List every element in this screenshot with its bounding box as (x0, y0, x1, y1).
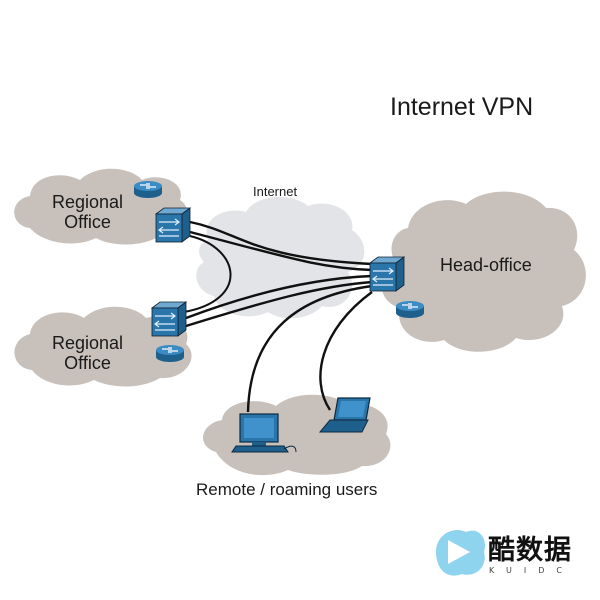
firewall-icon (369, 256, 405, 292)
router-icon (155, 344, 185, 363)
internet-label: Internet (253, 184, 298, 199)
regional-office-2-line2: Office (64, 353, 111, 373)
regional-office-2-line1: Regional (51, 333, 124, 353)
vpn-links (183, 220, 373, 413)
head-office-label: Head-office (440, 255, 532, 275)
internet-cloud (196, 196, 365, 319)
firewall-icon (155, 207, 191, 243)
watermark-logo-icon (436, 530, 486, 576)
desktop-computer-icon (231, 413, 297, 453)
diagram-title: Internet VPN (390, 93, 534, 121)
router-icon (133, 180, 163, 199)
firewall-icon (151, 301, 187, 337)
regional-office-1-line2: Office (64, 212, 111, 232)
regional-office-2-label: Regional Office (40, 333, 135, 373)
router-icon (395, 300, 425, 319)
watermark-subtext: KUIDC (489, 566, 574, 575)
regional-office-2-cloud (14, 306, 192, 387)
regional-office-1-label: Regional Office (40, 192, 135, 232)
remote-users-label: Remote / roaming users (196, 480, 378, 499)
regional-office-1-line1: Regional (51, 192, 124, 212)
watermark-text: 酷数据 (488, 535, 572, 566)
head-office-cloud (381, 191, 586, 352)
laptop-icon (318, 397, 371, 433)
